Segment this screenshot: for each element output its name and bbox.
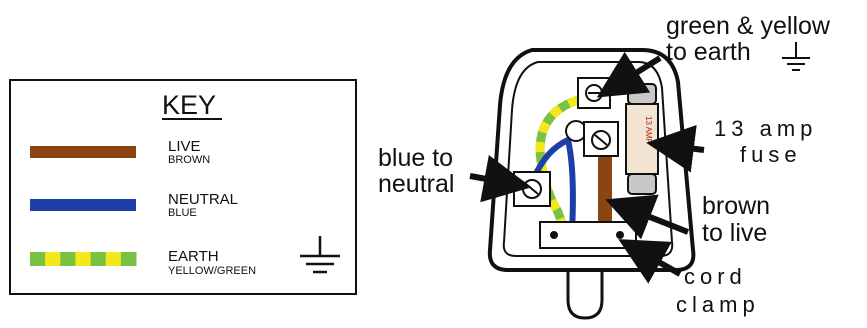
- fuse: 13 AMP: [625, 83, 659, 195]
- key-panel: KEY LIVE BROWN NEUTRAL BLUE EARTH YELLOW…: [9, 79, 357, 295]
- neutral-callout-line2: neutral: [378, 170, 454, 198]
- key-earth-symbol-icon: [300, 236, 340, 274]
- clamp-callout-line2: clamp: [676, 292, 760, 317]
- key-live-swatch: [30, 146, 136, 158]
- earth-wire: [535, 95, 580, 234]
- fuse-callout-line2: fuse: [740, 142, 802, 167]
- callout-earth-symbol-icon: [782, 42, 810, 71]
- neutral-callout-line1: blue to: [378, 144, 453, 172]
- key-live-sublabel: BROWN: [168, 154, 210, 166]
- cord-clamp-screw-right: [616, 231, 624, 239]
- live-callout-line1: brown: [702, 192, 770, 220]
- neutral-wire: [531, 135, 576, 233]
- arrow-neutral: [469, 155, 532, 203]
- key-live-label: LIVE: [168, 138, 201, 155]
- live-terminal-slot: [594, 134, 608, 146]
- key-earth-swatch-stripe: [30, 252, 46, 266]
- arrow-earth: [596, 51, 662, 98]
- key-earth-swatch-stripe: [105, 252, 122, 266]
- plug: 13 AMP: [487, 48, 696, 320]
- earth-wire-yellow: [535, 95, 580, 234]
- key-earth-swatch-stripe: [60, 252, 76, 266]
- clamp-callout-line1: cord: [684, 264, 747, 289]
- earth-callout-line2: to earth: [666, 38, 751, 66]
- key-earth-sublabel: YELLOW/GREEN: [168, 265, 256, 277]
- cord-clamp-screw-left: [550, 231, 558, 239]
- earth-callout-line1: green & yellow: [666, 12, 831, 40]
- key-earth-swatch-stripe: [45, 252, 61, 266]
- fuse-bottom-cap: [627, 173, 657, 195]
- key-neutral-swatch: [30, 199, 136, 211]
- key-earth-swatch-stripe: [75, 252, 92, 266]
- plug-cable: [566, 258, 604, 320]
- key-earth-swatch-stripe: [90, 252, 107, 266]
- live-callout-line2: to live: [702, 219, 767, 247]
- arrow-live: [605, 194, 690, 240]
- arrow-cord-clamp: [618, 239, 682, 284]
- arrow-fuse: [646, 124, 705, 173]
- fuse-callout-line1: 13 amp: [714, 116, 817, 141]
- fuse-label: 13 AMP: [644, 116, 653, 144]
- key-neutral-sublabel: BLUE: [168, 207, 197, 219]
- key-neutral-label: NEUTRAL: [168, 191, 238, 208]
- key-earth-swatch: [30, 252, 137, 266]
- callout-arrows: [469, 51, 705, 284]
- key-title: KEY: [162, 90, 216, 120]
- key-earth-label: EARTH: [168, 248, 219, 265]
- key-earth-swatch-stripe: [120, 252, 137, 266]
- fuse-top-cap: [627, 83, 657, 105]
